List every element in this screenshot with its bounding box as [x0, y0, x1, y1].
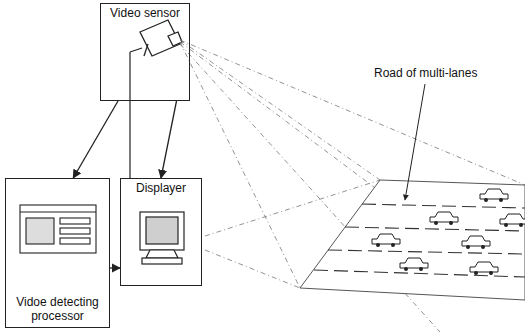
node-label: Displayer: [121, 179, 201, 199]
window-icon: [20, 205, 96, 253]
arrow-connector: [73, 101, 118, 178]
view-lines: [180, 40, 525, 332]
sensor-box: Video sensor: [100, 3, 190, 101]
processor-box: Vidoe detecting processor: [5, 178, 110, 328]
signal-line: [129, 52, 130, 178]
callout-label: Road of multi-lanes: [372, 66, 479, 80]
node-label: Video sensor: [101, 4, 189, 24]
arrow-connector: [110, 267, 120, 268]
cars: [372, 189, 525, 275]
monitor-icon: [140, 212, 184, 264]
leader-line: [405, 84, 425, 200]
arrow-connector: [161, 101, 177, 178]
node-label: Vidoe detecting processor: [6, 293, 109, 327]
camera: [140, 20, 182, 56]
displayer-box: Displayer: [120, 178, 202, 286]
road: [300, 180, 525, 300]
